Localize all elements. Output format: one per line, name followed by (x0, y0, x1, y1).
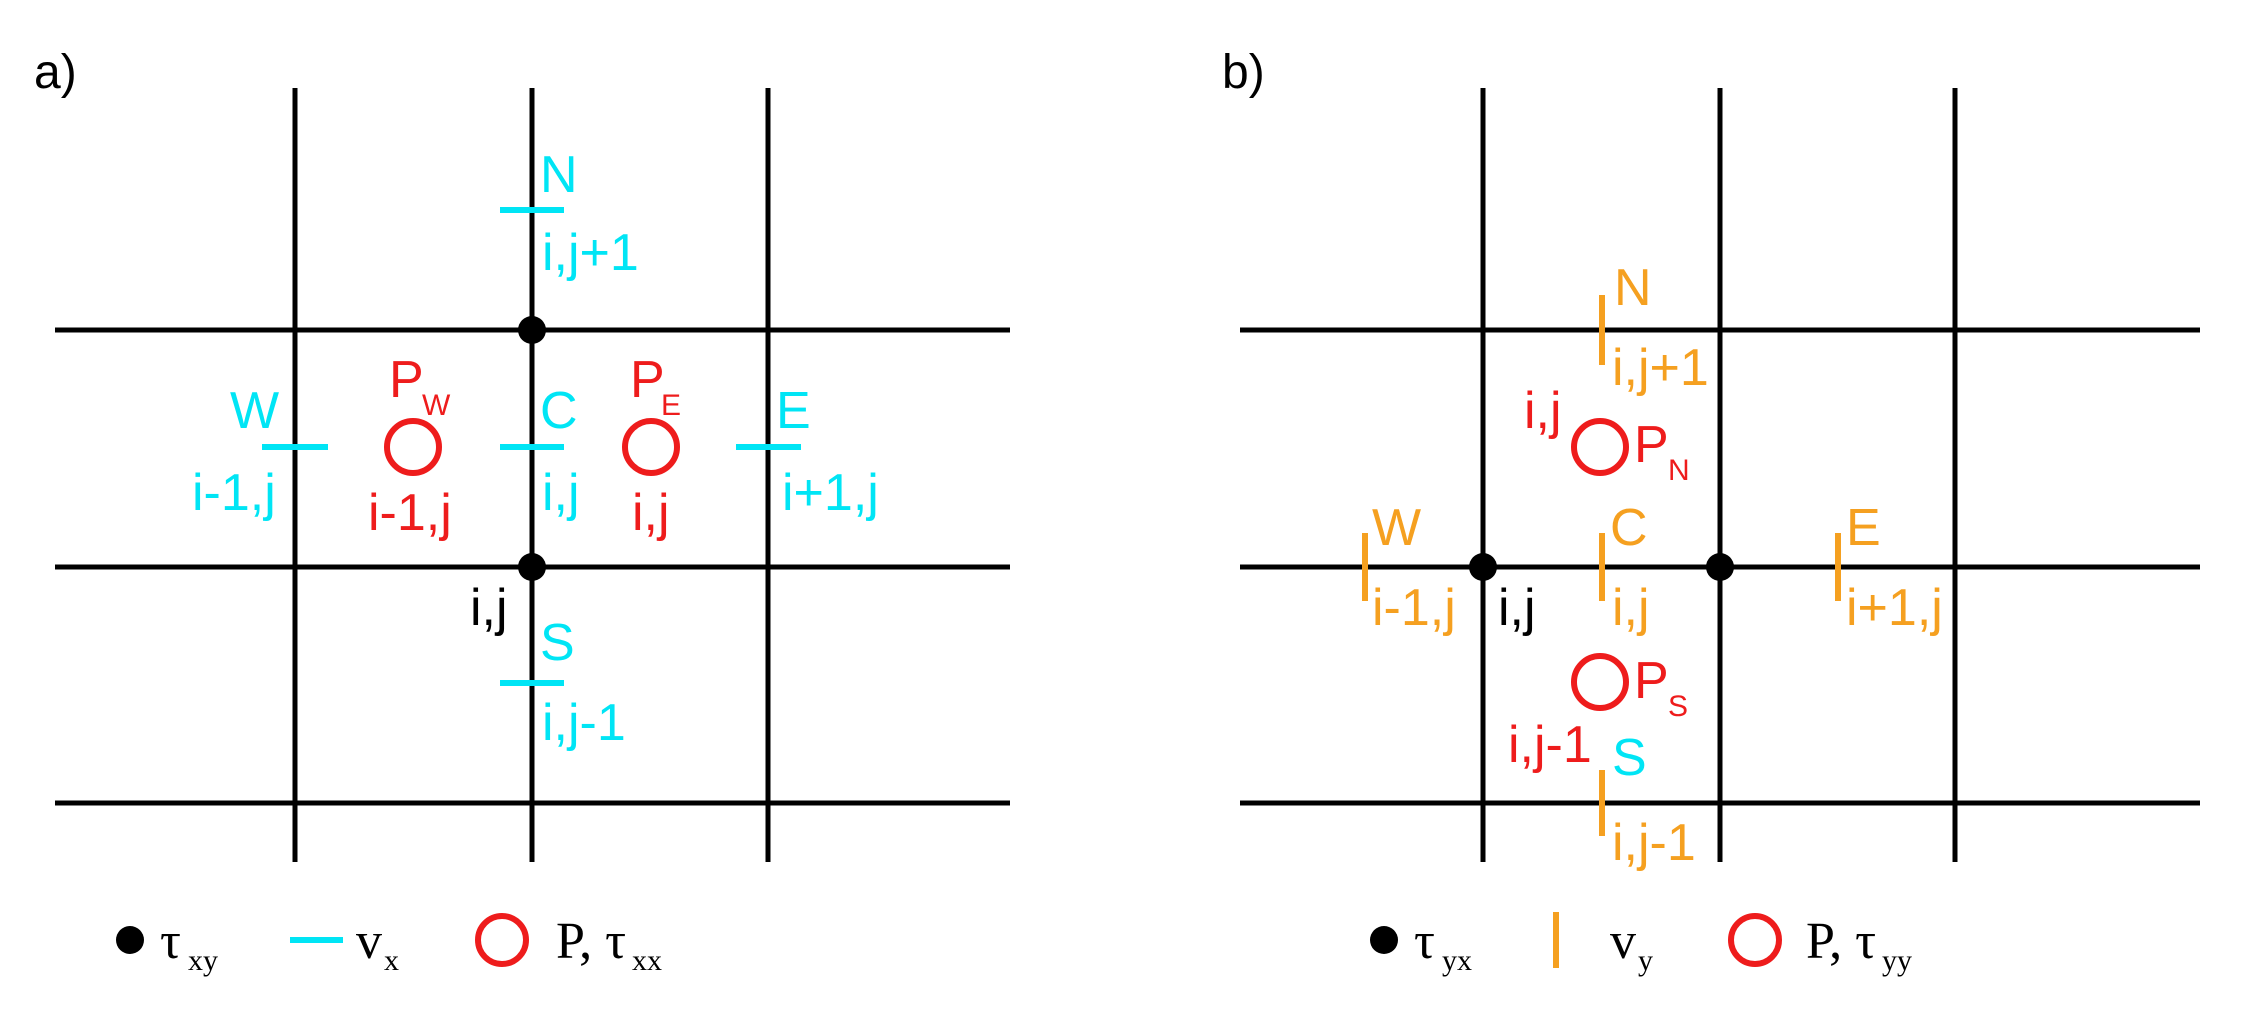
panel-a-label: a) (34, 46, 77, 99)
label-w: W (230, 382, 279, 440)
label-c: C (1610, 499, 1648, 557)
node-marker (518, 553, 546, 581)
legend-node-marker (116, 926, 144, 954)
node-index-label: i,j (470, 579, 508, 637)
legend-pressure-sub: xx (632, 944, 662, 977)
legend-pressure-marker (475, 913, 529, 967)
legend-pressure-marker (1728, 913, 1782, 967)
node-marker (1706, 553, 1734, 581)
legend-b: τ yx v y P, τ yy (1370, 912, 1912, 977)
label-s: S (1612, 729, 1647, 787)
label-e-index: i+1,j (782, 464, 879, 522)
legend-a: τ xy v x P, τ xx (116, 913, 662, 977)
label-n-index: i,j+1 (542, 224, 639, 282)
label-s: S (540, 614, 575, 672)
legend-node-sub: xy (188, 944, 218, 977)
node-marker (1469, 553, 1497, 581)
pressure-index-w: i-1,j (368, 484, 452, 542)
label-e-index: i+1,j (1846, 579, 1943, 637)
legend-node-symbol: τ (1414, 913, 1435, 970)
label-n: N (540, 146, 578, 204)
legend-node-marker (1370, 926, 1398, 954)
legend-node-symbol: τ (160, 913, 181, 970)
node-index-label: i,j (1498, 579, 1536, 637)
label-e: E (1846, 499, 1881, 557)
panel-a: a) i,j N i,j+1 C i,j S i,j-1 (34, 46, 1010, 977)
pressure-label-e-sub: E (661, 389, 681, 422)
pressure-marker-s (1571, 653, 1629, 711)
label-s-index: i,j-1 (542, 694, 626, 752)
pressure-marker-e (622, 418, 680, 476)
pressure-label-n: P (1634, 416, 1669, 474)
label-c-index: i,j (542, 464, 580, 522)
legend-pressure-sub: yy (1882, 944, 1912, 977)
panel-b-grid (1240, 88, 2200, 862)
pressure-label-w: P (389, 351, 424, 409)
label-n-index: i,j+1 (1612, 339, 1709, 397)
pressure-index-e: i,j (632, 484, 670, 542)
pressure-marker-w (384, 418, 442, 476)
pressure-index-s: i,j-1 (1508, 716, 1592, 774)
legend-pressure-symbol: P, τ (556, 913, 626, 970)
label-c: C (540, 382, 578, 440)
pressure-label-w-sub: W (422, 389, 451, 422)
pressure-index-n: i,j (1524, 382, 1562, 440)
label-w-index: i-1,j (192, 464, 276, 522)
pressure-label-n-sub: N (1668, 454, 1690, 487)
legend-vy-sub: y (1638, 944, 1653, 977)
node-marker (518, 316, 546, 344)
legend-node-sub: yx (1442, 944, 1472, 977)
label-c-index: i,j (1612, 579, 1650, 637)
pressure-marker-n (1571, 418, 1629, 476)
label-s-index: i,j-1 (1612, 814, 1696, 872)
pressure-label-e: P (630, 351, 665, 409)
panel-b: b) i,j N i,j+1 C i,j W i-1,j (1222, 46, 2200, 977)
panel-b-label: b) (1222, 46, 1265, 99)
label-w: W (1372, 499, 1421, 557)
legend-vy-symbol: v (1610, 913, 1636, 970)
legend-pressure-symbol: P, τ (1806, 913, 1876, 970)
label-w-index: i-1,j (1372, 579, 1456, 637)
panel-a-grid (55, 88, 1010, 862)
legend-vx-sub: x (384, 944, 399, 977)
pressure-label-s: P (1634, 652, 1669, 710)
pressure-label-s-sub: S (1668, 690, 1688, 723)
label-n: N (1614, 259, 1652, 317)
legend-vx-symbol: v (356, 913, 382, 970)
label-e: E (776, 382, 811, 440)
